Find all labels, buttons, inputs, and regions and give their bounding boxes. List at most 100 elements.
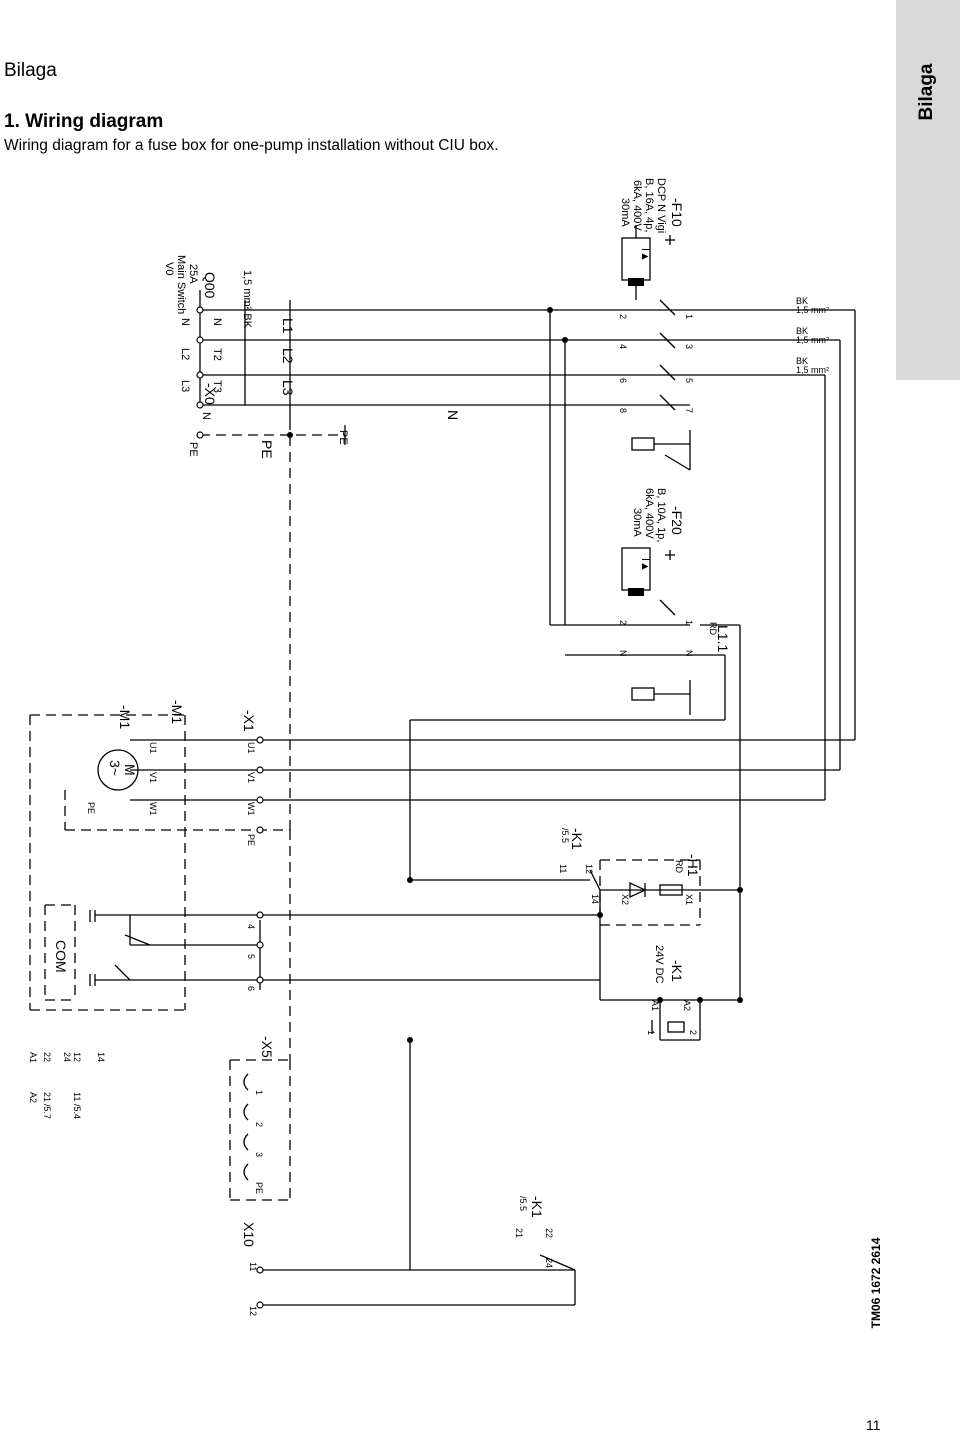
x0-tag: -X0	[202, 383, 218, 405]
h1-color: RD	[674, 860, 684, 873]
q00-name: Main Switch	[175, 255, 187, 314]
motor-terminal-v1: V1	[148, 772, 158, 783]
section-heading: 1. Wiring diagram	[4, 111, 164, 132]
x5-terminal-3: 3	[254, 1152, 264, 1157]
wire-spec-1-color: BK	[796, 296, 808, 306]
k1-bottom-pin-24: 24	[544, 1258, 554, 1268]
f10-top-6: 6	[618, 378, 628, 383]
f10-tag: -F10	[669, 198, 685, 227]
f10-breaking: 6kA, 400V	[631, 180, 643, 231]
diagram-labels: Q00 25A Main Switch V0 1,5 mm² BK -X0 N …	[28, 178, 829, 1316]
com-label: COM	[53, 940, 69, 973]
f10-rating: B, 16A, 4p,	[643, 178, 655, 232]
bus-pe-label: PE	[259, 440, 275, 459]
x5-terminal-loops	[243, 1073, 249, 1181]
page-number: 11	[866, 1417, 881, 1433]
f20-symbol: I▲	[639, 558, 651, 572]
x0-pe: PE	[187, 442, 199, 457]
wire-spec-3-color: BK	[796, 356, 808, 366]
f20-bottom-1: 1	[684, 620, 694, 625]
wire-spec-3-size: 1,5 mm²	[796, 365, 829, 375]
k1-coil-tag: -K1	[669, 960, 685, 982]
x5-terminal-1: 1	[254, 1090, 264, 1095]
k1-coil-n1: 1	[646, 1030, 656, 1035]
x0-out-t3: T3	[211, 380, 223, 393]
x5-terminal-pe: PE	[254, 1182, 264, 1194]
f10-top-4: 4	[618, 344, 628, 349]
motor-terminal-u1: U1	[148, 742, 158, 754]
f10-bottom-5: 5	[684, 378, 694, 383]
x1-terminal-u1: U1	[246, 742, 256, 754]
x0-n: N	[200, 412, 212, 420]
h1-x1: X1	[684, 894, 694, 905]
f20-breaking: 6kA, 400V	[643, 488, 655, 539]
motor-symbol-3ph: 3~	[107, 760, 123, 776]
ref-22: 22	[42, 1052, 52, 1062]
k1-bottom-ref: /5.5	[518, 1196, 528, 1211]
motor-symbol-m: M	[122, 764, 138, 776]
q00-tag: Q00	[202, 272, 218, 299]
f10-bottom-3: 3	[684, 344, 694, 349]
f10-top-2: 2	[618, 314, 628, 319]
section-label: Bilaga	[4, 60, 57, 81]
x5-terminal-2: 2	[254, 1122, 264, 1127]
ref-21: 21	[42, 1092, 52, 1102]
motor-inner-tag: -M1	[169, 700, 185, 724]
k1-bottom-pin-21: 21	[514, 1228, 524, 1238]
motor-symbol	[97, 749, 139, 791]
x5-tag: -X5	[259, 1036, 275, 1058]
h1-tag: -H1	[685, 854, 701, 877]
k1-bottom-pin-22: 22	[544, 1228, 554, 1238]
wire-spec-1-size: 1,5 mm²	[796, 305, 829, 315]
f10-residual: 30mA	[619, 198, 631, 227]
bus-pe-right-label: PE	[337, 430, 349, 445]
terminals	[196, 306, 264, 1309]
ref-11: 11	[72, 1092, 82, 1101]
k1-bottom-tag: -K1	[529, 1196, 545, 1218]
bus-l1-label: L1	[280, 318, 296, 334]
l11-label: L1.1	[715, 625, 731, 652]
k1-coil-n2: 2	[688, 1030, 698, 1035]
f10-bottom-1: 1	[684, 314, 694, 319]
x1-terminal-v1: V1	[246, 772, 256, 783]
x1-aux-6: 6	[246, 986, 256, 991]
f10-symbol: I▲	[639, 248, 651, 262]
wire-spec-2-size: 1,5 mm²	[796, 335, 829, 345]
f20-rating: B, 10A, 1p,	[655, 488, 667, 542]
k1-coil-a1: A1	[650, 1000, 660, 1011]
bus-l2-label: L2	[280, 348, 296, 364]
ref-14: 14	[96, 1052, 106, 1062]
f20-top-n: N	[618, 650, 628, 657]
q00-rating: 25A	[187, 264, 199, 284]
x10-terminal-11: 11	[248, 1262, 258, 1271]
motor-pe: PE	[86, 802, 96, 814]
ref-24: 24	[62, 1052, 72, 1062]
wire-spec-2-color: BK	[796, 326, 808, 336]
ref-54: /5.4	[72, 1104, 82, 1119]
motor-outer-tag: -M1	[117, 705, 133, 729]
x0-in-l3: L3	[179, 380, 191, 392]
x0-in-l2: L2	[179, 348, 191, 360]
ref-a2: A2	[28, 1092, 38, 1103]
f10-bottom-7: 7	[684, 408, 694, 413]
bus-n-label: N	[445, 410, 461, 420]
motor-terminal-w1: W1	[148, 802, 158, 816]
wires	[29, 225, 856, 1306]
figure-caption: Wiring diagram for a fuse box for one-pu…	[4, 137, 499, 154]
x0-out-t2: T2	[211, 348, 223, 361]
k1-contact-pin-11: 11	[558, 864, 568, 873]
x1-terminal-w1: W1	[246, 802, 256, 816]
h1-x2: X2	[620, 894, 630, 905]
k1-coil-voltage: 24V DC	[653, 945, 665, 984]
x1-tag: -X1	[241, 710, 257, 732]
bus-l3-label: L3	[280, 380, 296, 396]
f10-top-8: 8	[618, 408, 628, 413]
x0-out-n: N	[211, 318, 223, 326]
k1-contact-ref: /5.5	[560, 828, 570, 843]
ref-57: /5.7	[42, 1104, 52, 1119]
q00-variant: V0	[163, 262, 175, 275]
f20-residual: 30mA	[631, 508, 643, 537]
ref-a1: A1	[28, 1052, 38, 1063]
cable-spec: 1,5 mm² BK	[241, 270, 253, 329]
